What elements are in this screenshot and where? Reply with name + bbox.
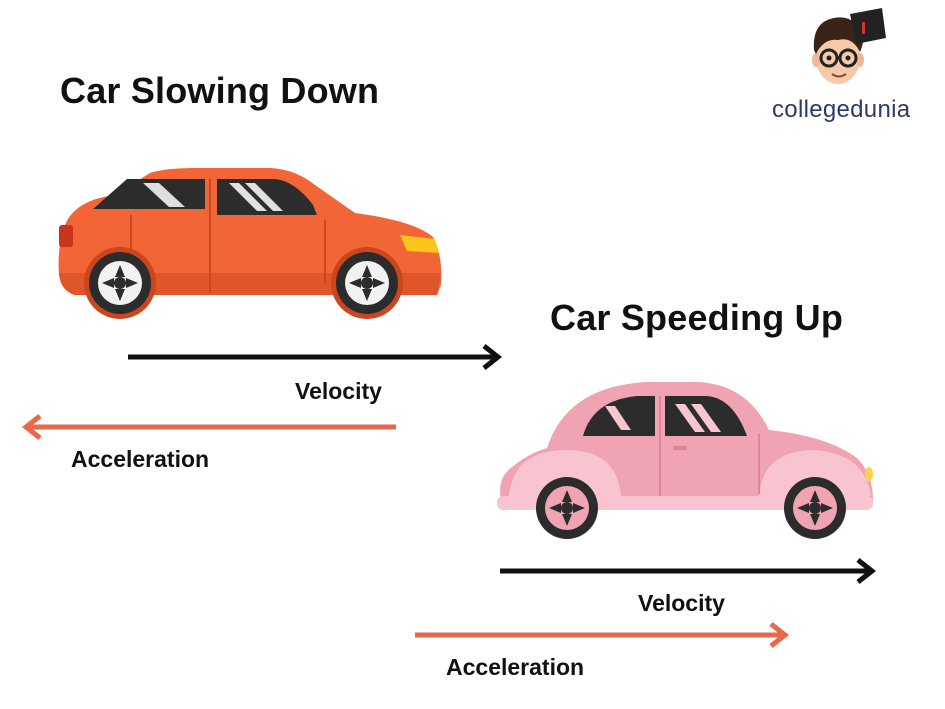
speeding-velocity-label: Velocity xyxy=(638,590,725,616)
speeding-title: Car Speeding Up xyxy=(550,297,844,338)
speeding-acceleration-label: Acceleration xyxy=(446,654,585,680)
slowing-title: Car Slowing Down xyxy=(60,70,380,111)
speeding-velocity-arrow xyxy=(500,558,877,584)
slowing-acceleration-arrow xyxy=(21,414,396,440)
slowing-velocity-arrow xyxy=(128,344,503,370)
speeding-acceleration-arrow xyxy=(415,622,790,648)
orange-car-icon xyxy=(58,168,442,319)
collegedunia-logo xyxy=(790,0,900,92)
pink-car-icon xyxy=(497,382,873,539)
mascot-icon xyxy=(812,8,886,84)
slowing-acceleration-label: Acceleration xyxy=(71,446,210,472)
slowing-velocity-label: Velocity xyxy=(295,378,382,404)
brand-name: collegedunia xyxy=(772,96,911,123)
